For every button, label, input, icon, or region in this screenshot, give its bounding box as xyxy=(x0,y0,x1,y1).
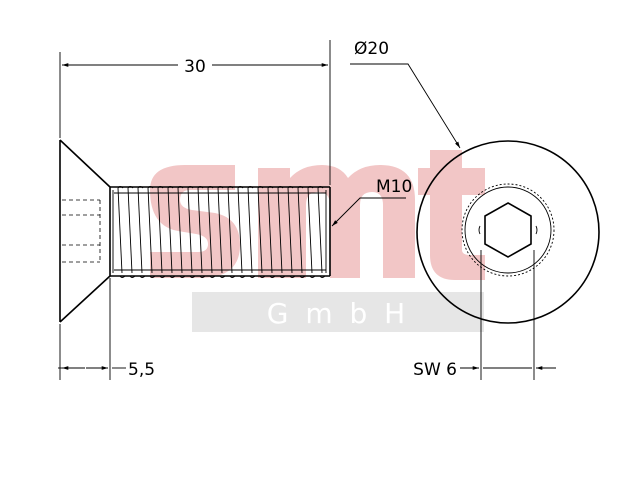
watermark-logo xyxy=(150,150,485,280)
watermark-bar xyxy=(192,292,484,332)
thread-callout-label: M10 xyxy=(376,177,412,197)
screw-head xyxy=(59,139,111,323)
dimension-head-height-label: 5,5 xyxy=(128,360,155,380)
dimension-socket-size-label: SW 6 xyxy=(413,360,457,380)
socket-circle-outer xyxy=(461,183,555,277)
dimension-length: 30 xyxy=(59,40,331,185)
dimension-length-label: 30 xyxy=(184,57,206,77)
thread-pattern xyxy=(112,186,327,278)
dimension-socket-size: SW 6 xyxy=(413,250,556,380)
socket-circle xyxy=(464,186,552,274)
hex-socket xyxy=(484,202,532,258)
thread-callout: M10 xyxy=(331,177,412,227)
screw-side-view xyxy=(59,139,331,323)
diameter-callout: Ø20 xyxy=(350,39,461,149)
watermark-company: G m b H xyxy=(267,297,410,330)
diameter-callout-label: Ø20 xyxy=(354,39,389,59)
screw-end-view xyxy=(416,140,600,324)
socket-hidden-lines xyxy=(62,199,101,263)
head-circle xyxy=(416,140,600,324)
dimension-head-height: 5,5 xyxy=(58,278,155,380)
